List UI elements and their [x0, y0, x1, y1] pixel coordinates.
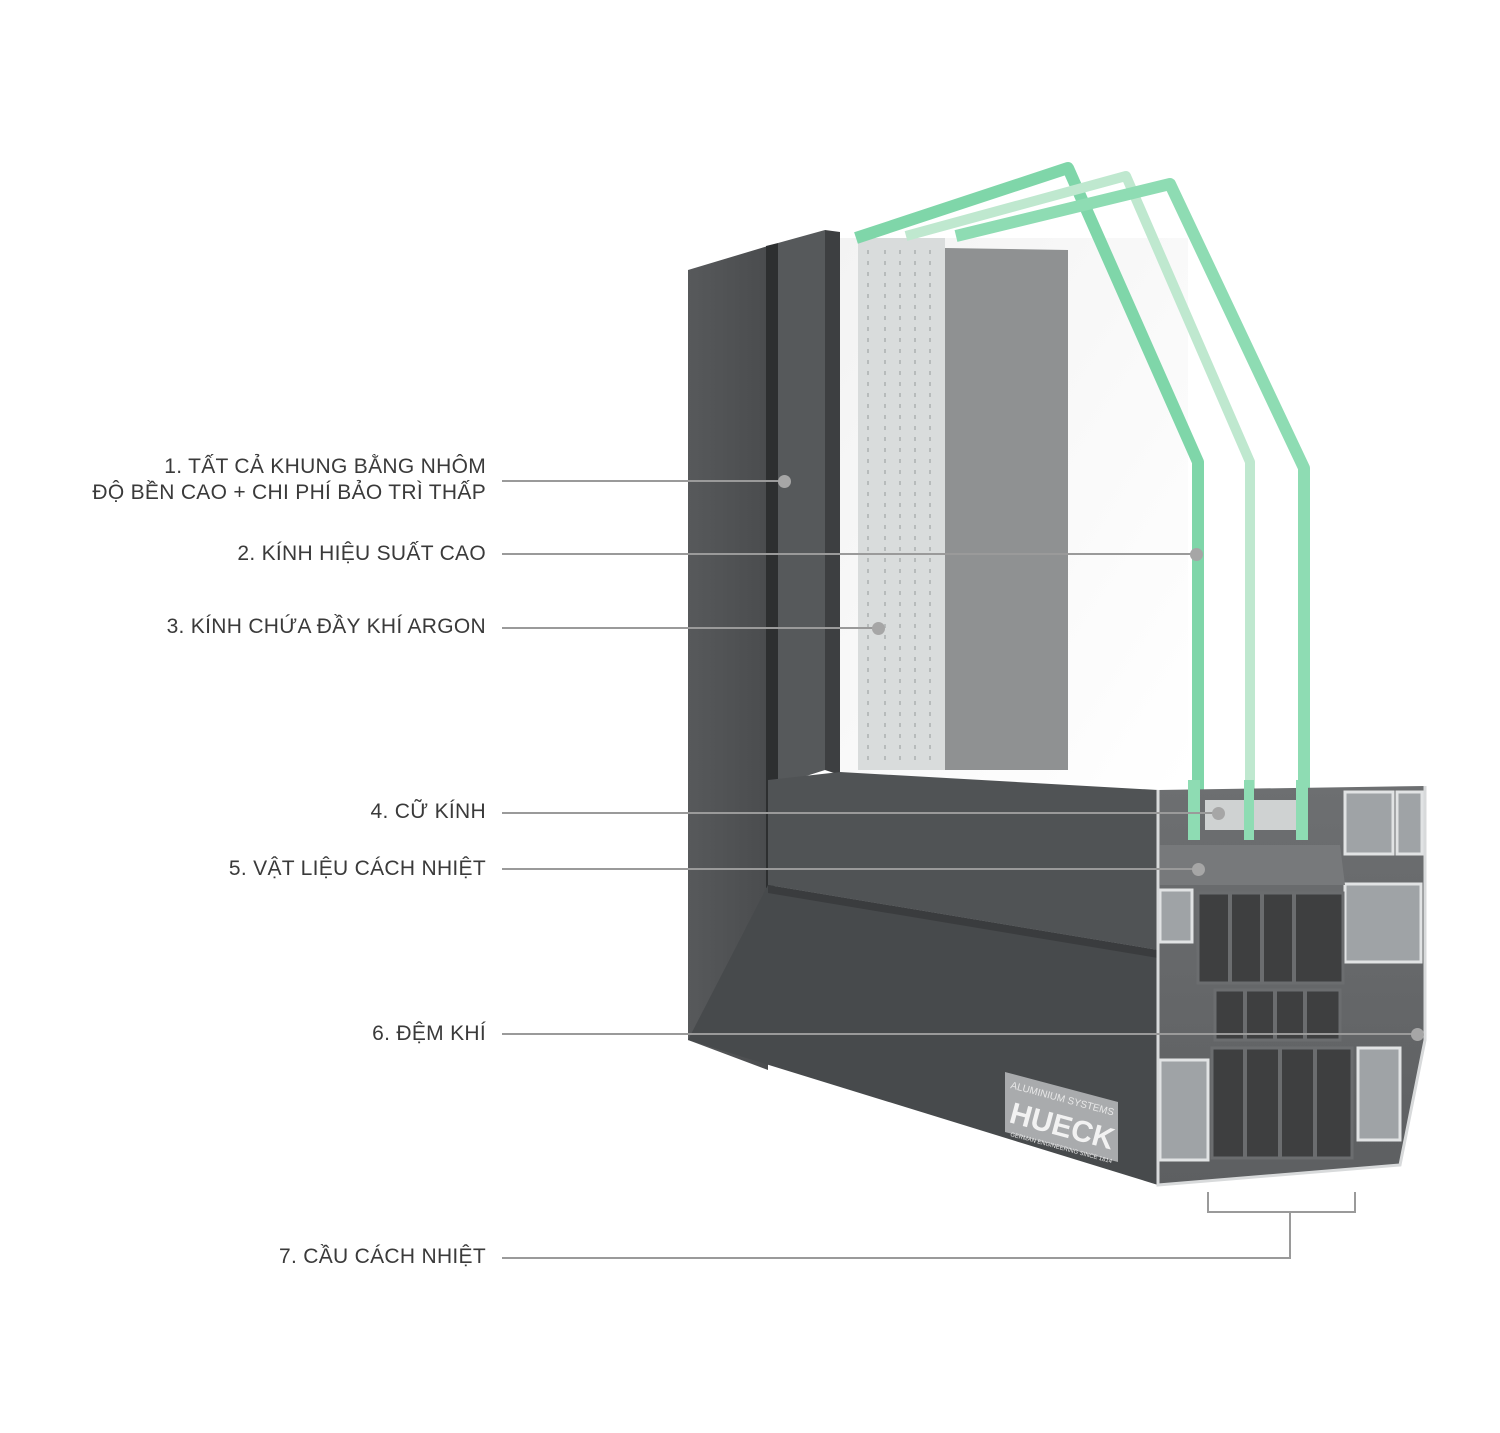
label-3-text: 3. KÍNH CHỨA ĐẦY KHÍ ARGON	[166, 615, 486, 638]
glass-pane-2	[904, 171, 1255, 812]
leader-line-7	[502, 1257, 1291, 1259]
sash-inner-edge	[825, 230, 840, 775]
label-1-line-1: 1. TẤT CẢ KHUNG BẰNG NHÔM	[164, 455, 486, 478]
label-3: 3. KÍNH CHỨA ĐẦY KHÍ ARGON	[167, 614, 486, 640]
insulation-ribs	[1228, 893, 1317, 1158]
label-6-text: 6. ĐỆM KHÍ	[372, 1022, 486, 1045]
insulation-chambers	[1196, 891, 1354, 1160]
profile-chambers	[1158, 790, 1424, 1162]
inner-shadow-panel	[945, 248, 1068, 770]
label-6: 6. ĐỆM KHÍ	[372, 1021, 486, 1047]
leader-line-2	[502, 553, 1196, 555]
leader-line-6	[502, 1033, 1417, 1035]
leader-dot-2	[1189, 547, 1203, 561]
leader-line-5	[502, 868, 1198, 870]
leader-dot-6	[1410, 1027, 1424, 1041]
section-glass-ends	[1188, 780, 1308, 840]
label-7: 7. CẦU CÁCH NHIỆT	[279, 1244, 486, 1270]
profile-outline	[1156, 786, 1427, 1187]
label-5-text: 5. VẬT LIỆU CÁCH NHIỆT	[228, 857, 486, 880]
leader-line-3	[502, 627, 878, 629]
label-1-line-2: ĐỘ BỀN CAO + CHI PHÍ BẢO TRÌ THẤP	[92, 481, 486, 504]
label-1: 1. TẤT CẢ KHUNG BẰNG NHÔM ĐỘ BỀN CAO + C…	[92, 454, 486, 506]
frame-bottom-highlight	[768, 885, 1158, 958]
frame-groove	[766, 243, 778, 888]
leader-dot-3	[871, 621, 885, 635]
spacer-column	[858, 238, 945, 770]
label-7-text: 7. CẦU CÁCH NHIỆT	[279, 1245, 486, 1268]
outer-frame-vertical	[688, 246, 768, 1070]
sash-bottom	[768, 772, 1158, 950]
thermal-bridge-bracket	[1207, 1192, 1356, 1213]
foam-insulation	[1160, 845, 1345, 885]
label-5: 5. VẬT LIỆU CÁCH NHIỆT	[229, 856, 486, 882]
leader-dot-5	[1191, 862, 1205, 876]
label-4-text: 4. CỮ KÍNH	[370, 800, 486, 823]
spacer-dots	[867, 250, 931, 760]
leader-line-1	[502, 480, 784, 482]
sash-vertical	[778, 230, 825, 785]
glass-pane-1	[854, 162, 1204, 812]
leader-dot-1	[777, 474, 791, 488]
label-4: 4. CỮ KÍNH	[371, 799, 486, 825]
glass-pane-3	[954, 178, 1310, 812]
leader-line-4	[502, 812, 1218, 814]
label-2-text: 2. KÍNH HIỆU SUẤT CAO	[237, 542, 486, 565]
leader-dot-4	[1211, 806, 1225, 820]
label-2: 2. KÍNH HIỆU SUẤT CAO	[237, 541, 486, 567]
